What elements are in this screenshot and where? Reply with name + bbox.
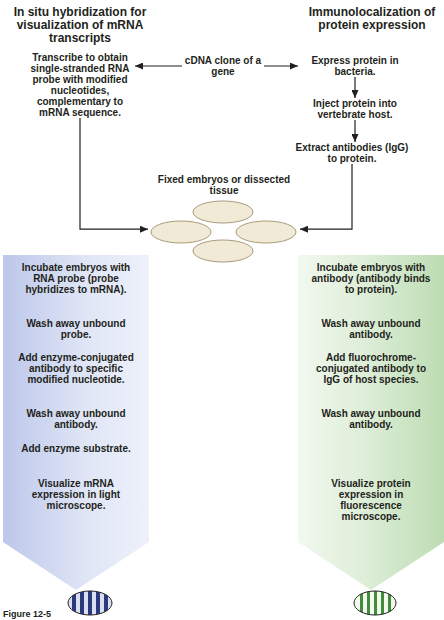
node-text: cDNA clone of a gene [182, 55, 264, 77]
step-text: Visualize protein expression in fluoresc… [310, 478, 432, 522]
connector-arrow [354, 77, 355, 98]
step-text: Wash away unbound antibody. [310, 318, 432, 340]
embryo-oval [151, 221, 211, 243]
band-arrow-fill [3, 255, 149, 590]
step-text: Add enzyme substrate. [15, 443, 137, 454]
step-text: Visualize mRNA expression in light micro… [15, 478, 137, 511]
column-heading: Immunolocalization of protein expression [300, 6, 444, 32]
step-text: Incubate embryos with antibody (antibody… [310, 262, 432, 295]
node-text: Extract antibodies (IgG) to protein. [292, 142, 412, 164]
stained-embryo-mrna [66, 590, 114, 616]
embryo-oval [236, 221, 296, 243]
sample-group: Fixed embryos or dissected tissue [148, 174, 300, 266]
embryo-oval [193, 201, 253, 223]
figure-caption: Figure 12-5 [3, 609, 51, 619]
embryo-outline [354, 591, 396, 615]
procedure-band: Incubate embryos with antibody (antibody… [298, 255, 444, 590]
node-text: Transcribe to obtain single-stranded RNA… [25, 52, 135, 118]
source-box: cDNA clone of a gene [182, 55, 264, 77]
step-text: Wash away unbound probe. [15, 318, 137, 340]
node-text: Inject protein into vertebrate host. [292, 98, 418, 120]
embryo-outline [68, 591, 112, 615]
process-box: Extract antibodies (IgG) to protein. [292, 142, 412, 164]
column-heading: In situ hybridization for visualization … [0, 6, 160, 45]
node-text: Express protein in bacteria. [298, 55, 412, 77]
step-text: Add fluorochrome-conjugated antibody to … [310, 352, 432, 385]
connector-arrow [354, 120, 355, 142]
step-text: Incubate embryos with RNA probe (probe h… [15, 262, 137, 295]
process-box: Inject protein into vertebrate host. [292, 98, 418, 120]
band-arrow-fill [298, 255, 444, 590]
connector-arrow [300, 164, 352, 229]
embryo-group [151, 201, 296, 262]
connector-arrow [80, 118, 148, 229]
connector-arrow [264, 65, 298, 66]
connector-arrow [135, 65, 182, 66]
process-box: Transcribe to obtain single-stranded RNA… [25, 52, 135, 118]
step-text: Add enzyme-conjugated antibody to specif… [15, 352, 137, 385]
step-text: Wash away unbound antibody. [310, 408, 432, 430]
step-text: Wash away unbound antibody. [15, 408, 137, 430]
group-heading: Fixed embryos or dissected tissue [148, 174, 300, 196]
stained-embryo-protein [352, 590, 398, 616]
procedure-band: Incubate embryos with RNA probe (probe h… [3, 255, 149, 590]
process-box: Express protein in bacteria. [298, 55, 412, 77]
embryo-oval [193, 240, 253, 262]
